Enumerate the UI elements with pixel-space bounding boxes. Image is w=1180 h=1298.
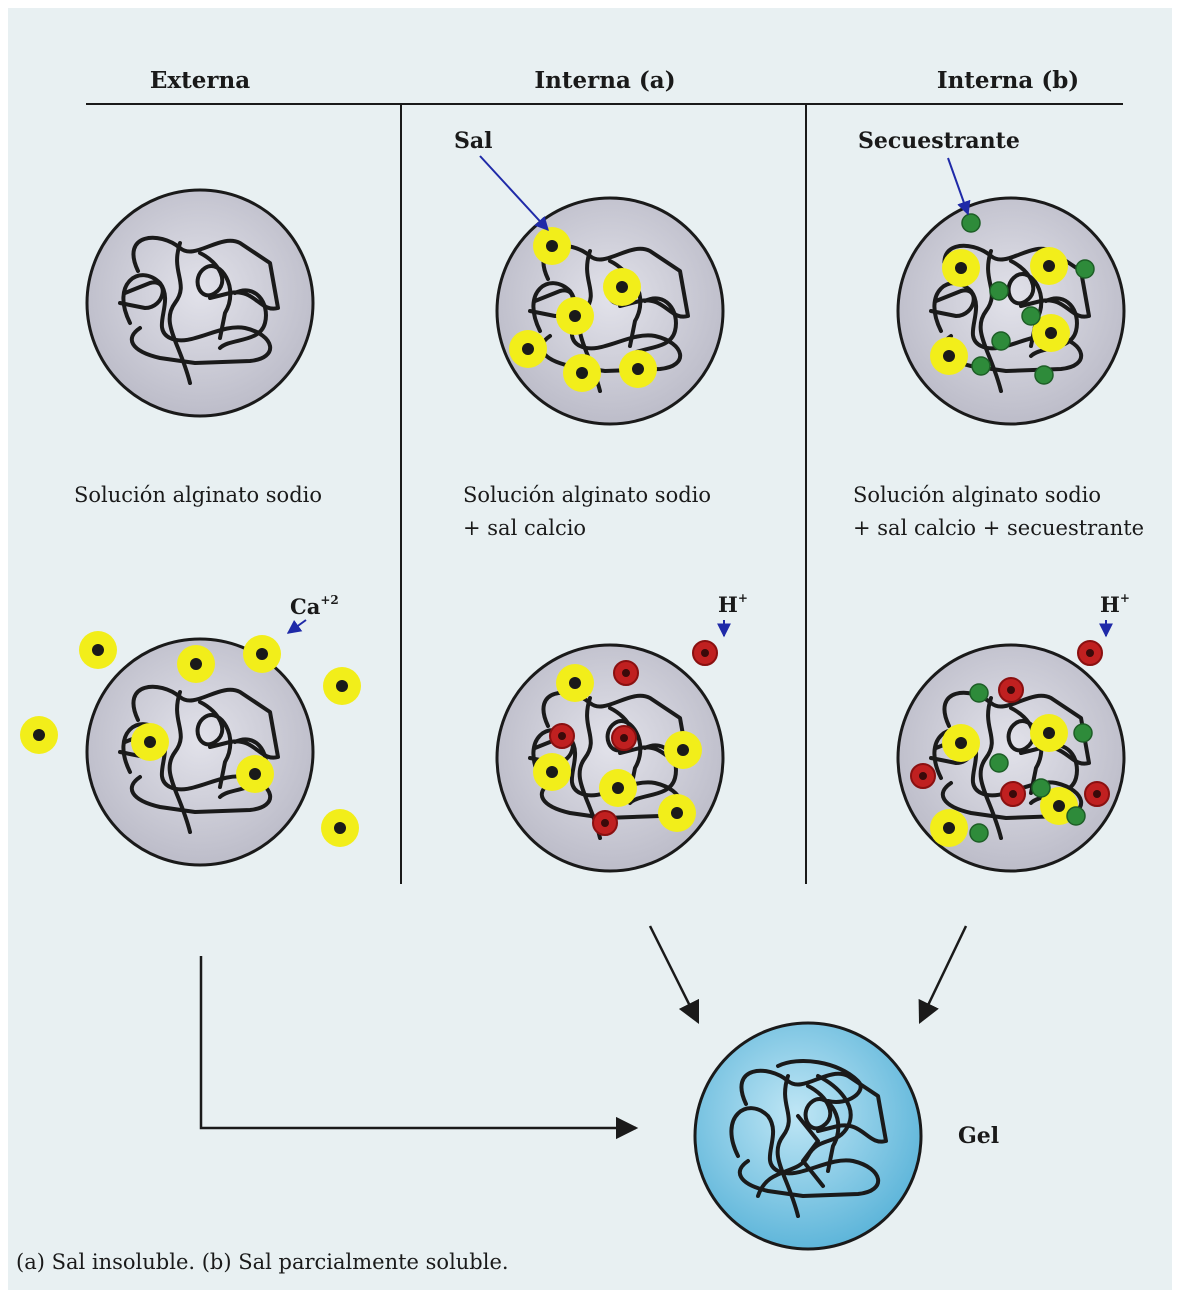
footnote: (a) Sal insoluble. (b) Sal parcialmente … <box>16 1250 509 1274</box>
interna-b-acid-sphere <box>898 645 1124 871</box>
externa-to-gel-arrow <box>201 956 636 1128</box>
caption-interna-b-line-1: Solución alginato sodio <box>853 483 1101 507</box>
column-header-interna-a: Interna (a) <box>534 67 675 94</box>
caption-externa-line-1: Solución alginato sodio <box>74 483 322 507</box>
interna-a-acid-sphere <box>497 645 723 871</box>
caption-interna-a-line-1: Solución alginato sodio <box>463 483 711 507</box>
interna-a-solution-sphere <box>497 198 723 424</box>
proton-label-b: H+ <box>1100 591 1130 617</box>
proton-particle-b <box>1078 641 1102 665</box>
caption-interna-a-line-2: + sal calcio <box>463 516 586 540</box>
column-header-interna-b: Interna (b) <box>937 67 1079 94</box>
alginate-gelation-diagram: Externa Interna (a) Interna (b) Sal <box>8 8 1172 1290</box>
calcium-pointer-arrow <box>288 620 306 633</box>
interna-b-to-gel-arrow <box>920 926 966 1022</box>
gel-sphere <box>695 1023 921 1249</box>
sal-label: Sal <box>454 128 493 154</box>
secuestrante-pointer-arrow <box>948 158 968 214</box>
interna-a-to-gel-arrow <box>650 926 698 1022</box>
externa-solution-sphere <box>87 190 313 416</box>
diagram-canvas: Externa Interna (a) Interna (b) Sal <box>8 8 1172 1290</box>
caption-interna-b-line-2: + sal calcio + secuestrante <box>853 516 1144 540</box>
gel-label: Gel <box>958 1123 999 1149</box>
proton-particle-a <box>693 641 717 665</box>
proton-label-a: H+ <box>718 591 748 617</box>
column-header-externa: Externa <box>150 67 250 94</box>
interna-b-solution-sphere <box>898 198 1124 424</box>
secuestrante-label: Secuestrante <box>858 128 1020 154</box>
calcium-ion-label: Ca+2 <box>290 593 339 619</box>
sal-pointer-arrow <box>480 156 548 230</box>
